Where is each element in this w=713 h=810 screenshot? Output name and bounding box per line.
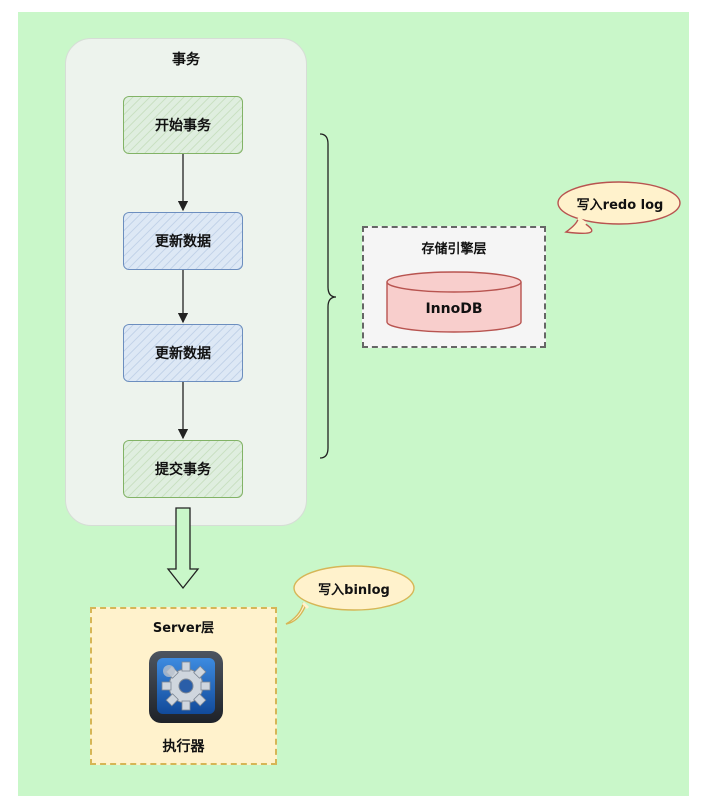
executor-label: 执行器	[162, 739, 205, 755]
step-update-data-1: 更新数据	[123, 212, 243, 270]
hollow-down-arrow	[166, 507, 200, 590]
step-commit-transaction: 提交事务	[123, 440, 243, 498]
step-label: 更新数据	[155, 346, 211, 362]
connectors-layer	[166, 133, 681, 625]
database-cylinder	[386, 271, 522, 333]
binlog-callout-text: 写入binlog	[318, 582, 390, 598]
step-label: 更新数据	[155, 234, 211, 250]
storage-engine-box: 存储引擎层 InnoDB	[362, 226, 546, 348]
storage-engine-title: 存储引擎层	[421, 242, 487, 257]
redo-log-callout-text: 写入redo log	[576, 197, 664, 213]
curly-brace	[319, 133, 337, 459]
step-label: 提交事务	[155, 462, 211, 478]
gear-icon	[149, 651, 223, 723]
server-layer-box: Server层	[90, 607, 277, 765]
binlog-callout	[285, 565, 415, 625]
redo-log-callout	[557, 181, 681, 235]
step-label: 开始事务	[155, 118, 211, 134]
transaction-title: 事务	[172, 52, 200, 68]
step-begin-transaction: 开始事务	[123, 96, 243, 154]
database-label: InnoDB	[425, 301, 483, 317]
diagram-canvas: 事务 开始事务 更新数据 更新数据 提交事务	[18, 12, 689, 796]
step-update-data-2: 更新数据	[123, 324, 243, 382]
server-title: Server层	[152, 621, 215, 636]
